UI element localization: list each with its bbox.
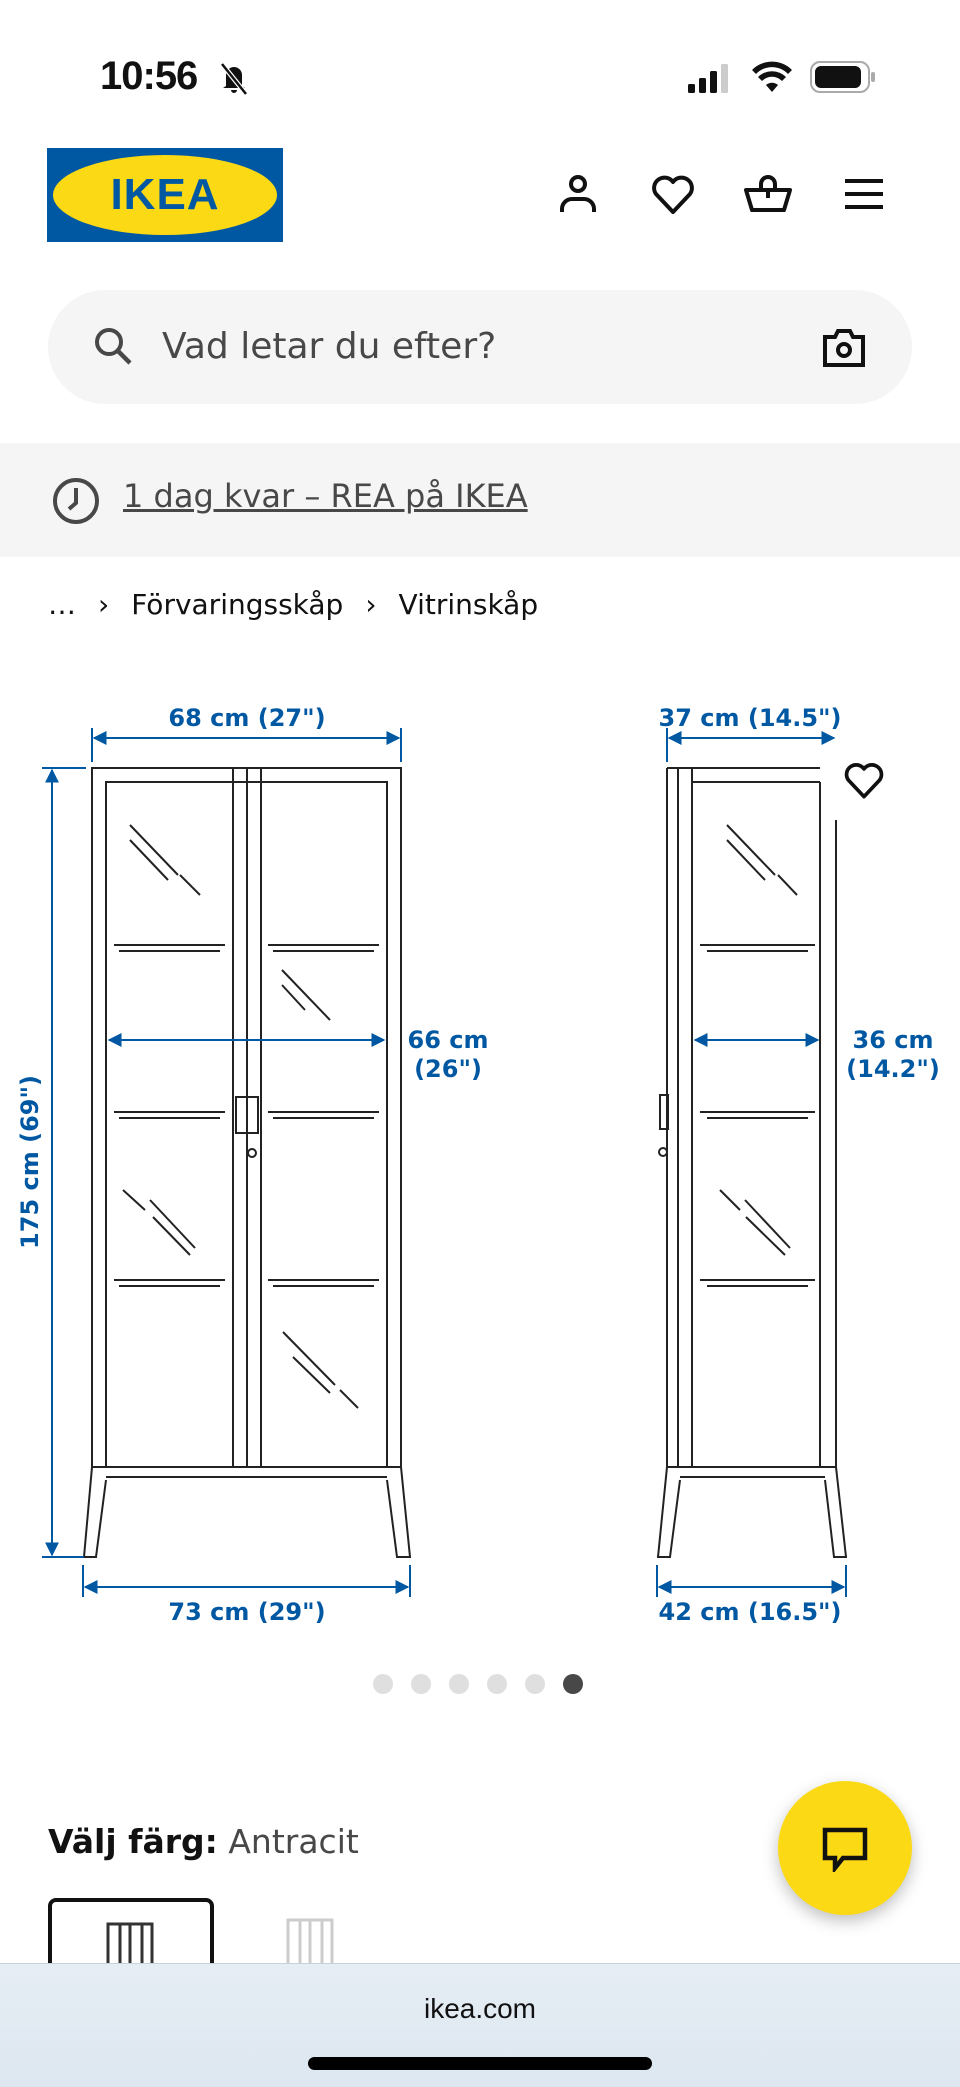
camera-icon[interactable] xyxy=(822,328,866,368)
status-time: 10:56 xyxy=(100,54,198,98)
promo-link[interactable]: 1 dag kvar – REA på IKEA xyxy=(123,477,528,515)
carousel-dot[interactable] xyxy=(449,1674,469,1694)
battery-icon xyxy=(810,61,875,93)
side-inner-depth-inch-label: (14.2") xyxy=(846,1055,940,1083)
side-top-depth-label: 37 cm (14.5") xyxy=(659,704,842,732)
breadcrumb-ellipsis[interactable]: … xyxy=(48,588,76,621)
side-cabinet-drawing xyxy=(656,767,848,1558)
bell-slash-icon xyxy=(220,62,248,96)
height-label: 175 cm (69") xyxy=(16,1075,44,1249)
carousel-dot[interactable] xyxy=(411,1674,431,1694)
chat-button[interactable] xyxy=(778,1781,912,1915)
product-image[interactable]: 68 cm (27") 66 cm (26") 175 cm (69") 73 … xyxy=(0,680,960,1640)
search-input[interactable]: Vad letar du efter? xyxy=(162,326,497,367)
side-inner-depth-label: 36 cm xyxy=(853,1026,934,1054)
cabinet-thumbnail-dark xyxy=(106,1922,154,1980)
front-cabinet-drawing xyxy=(82,767,412,1558)
color-value: Antracit xyxy=(228,1822,359,1861)
color-selector-label: Välj färg: Antracit xyxy=(48,1822,359,1861)
carousel-dot[interactable] xyxy=(525,1674,545,1694)
cabinet-thumbnail-white xyxy=(286,1918,334,1976)
carousel-dot[interactable] xyxy=(487,1674,507,1694)
chat-bubble-icon xyxy=(822,1827,868,1872)
side-bottom-depth-label: 42 cm (16.5") xyxy=(659,1598,842,1626)
cellular-signal-icon xyxy=(688,64,728,93)
color-label: Välj färg: xyxy=(48,1822,218,1861)
search-icon xyxy=(95,328,132,365)
front-bottom-width-label: 73 cm (29") xyxy=(168,1598,325,1626)
url-bar[interactable]: ikea.com xyxy=(423,1993,537,2024)
dimension-lines xyxy=(42,728,847,1597)
front-top-width-label: 68 cm (27") xyxy=(168,704,325,732)
promo-banner xyxy=(0,443,960,557)
carousel-dot[interactable] xyxy=(373,1674,393,1694)
basket-icon[interactable] xyxy=(742,168,794,220)
clock-icon xyxy=(53,478,99,524)
chevron-right-icon: › xyxy=(98,588,110,621)
user-icon[interactable] xyxy=(552,168,604,220)
search-bar[interactable] xyxy=(48,290,912,404)
heart-icon[interactable] xyxy=(647,168,699,220)
menu-icon[interactable] xyxy=(838,168,890,220)
front-inner-width-label: 66 cm xyxy=(408,1026,489,1054)
carousel-indicator xyxy=(373,1674,583,1694)
logo-text: IKEA xyxy=(110,170,220,219)
carousel-dot-active[interactable] xyxy=(563,1674,583,1694)
color-swatch-vit[interactable] xyxy=(234,1898,400,1988)
breadcrumb: … › Förvaringsskåp › Vitrinskåp xyxy=(48,588,538,621)
favorite-heart-icon[interactable] xyxy=(840,756,888,804)
chevron-right-icon: › xyxy=(365,588,377,621)
wifi-icon xyxy=(752,61,792,92)
ikea-logo[interactable]: IKEA xyxy=(47,148,283,242)
breadcrumb-item[interactable]: Vitrinskåp xyxy=(398,588,539,621)
home-indicator[interactable] xyxy=(308,2057,652,2070)
front-inner-width-inch-label: (26") xyxy=(414,1055,482,1083)
breadcrumb-item[interactable]: Förvaringsskåp xyxy=(131,588,344,621)
